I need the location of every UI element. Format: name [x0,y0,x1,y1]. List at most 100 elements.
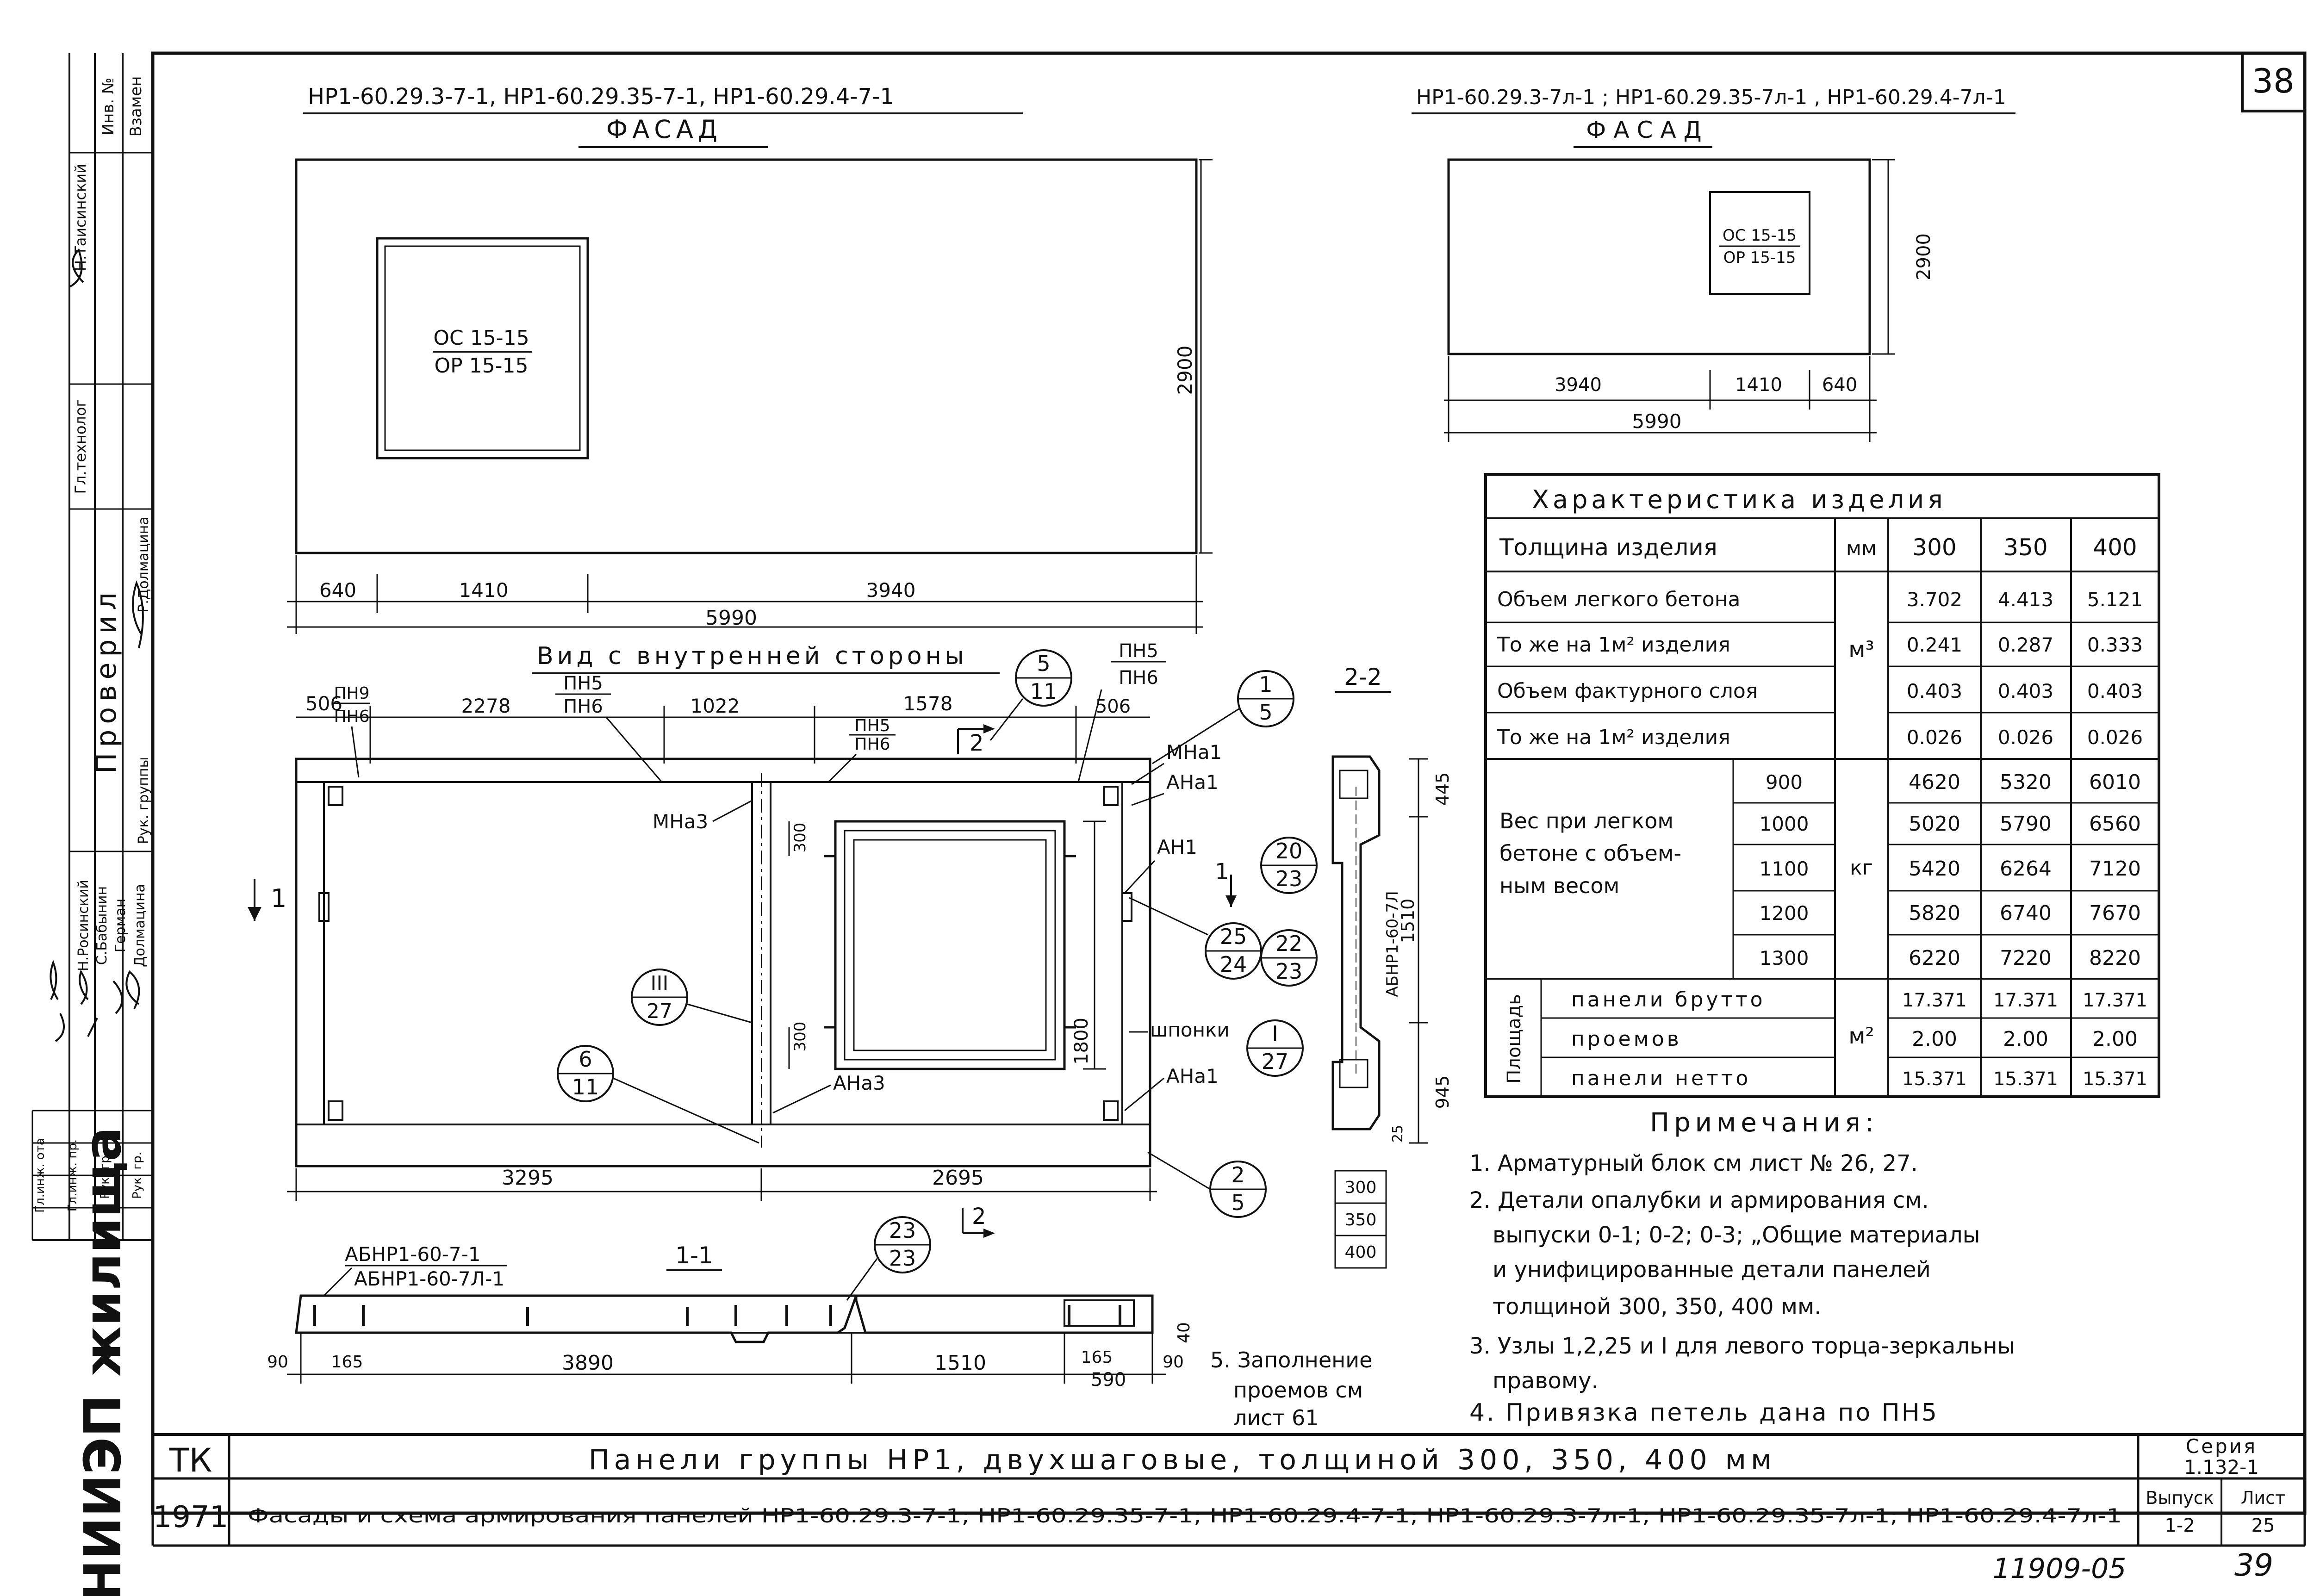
dim-s11-90-left: 90 [267,1353,288,1372]
stamp-role-3: Рук. гр. [131,1152,144,1199]
section-1-1-bar-1: АБНР1-60-7-1 [345,1243,481,1266]
section-1-1: 1-1 АБНР1-60-7-1 АБНР1-60-7Л-1 2 90 165 … [267,1204,1194,1391]
dim-right-height: 2900 [1913,233,1935,280]
notes: Примечания: 1. Арматурный блок см лист №… [1210,1108,2015,1430]
side-stamp: Взамен Инв. № Н.Таисинский Гл.технолог П… [31,53,153,1596]
sec-thk-400: 400 [1345,1243,1377,1262]
loop-pn6-right-mid: ПН6 [854,735,890,754]
stamp-technologist: Гл.технолог [72,399,89,494]
facade-right-or: ОР 15-15 [1723,248,1796,267]
weight-1-v1: 5790 [2000,812,2052,836]
dim-s11-165-left: 165 [331,1353,363,1372]
row-vol-facing-m2-v0: 0.026 [1907,726,1962,749]
callout-6-11: 6 11 [557,1045,759,1144]
area-unit: м² [1848,1023,1874,1049]
label-ana1-bottom: АНа1 [1166,1065,1219,1087]
note-5a: 5. Заполнение [1210,1348,1372,1372]
weight-4-v2: 8220 [2089,946,2141,970]
sheet-frame [151,51,2307,1515]
tb-issue-value: 1-2 [2165,1515,2195,1536]
tb-main-title: Панели группы НР1, двухшаговые, толщиной… [589,1444,1777,1476]
inner-opening [834,820,1066,1070]
dim-1578: 1578 [903,692,953,715]
arrow-2-bottom: 2 [972,1204,986,1230]
tb-issue-label: Выпуск [2146,1488,2214,1508]
note-2c: и унифицированные детали панелей [1493,1257,1931,1283]
note-5b: проемов см [1233,1378,1363,1403]
row-vol-light-m2-v2: 0.333 [2087,633,2143,656]
arrow-2-top: 2 [970,730,984,756]
svg-text:23: 23 [1275,959,1303,984]
facade-left-panel [295,158,1198,554]
callout-I-27: I 27 [1246,1019,1304,1077]
area-label: Площадь [1504,994,1525,1084]
row-thickness-label: Толщина изделия [1499,534,1717,561]
area-0-v2: 17.371 [2083,990,2147,1011]
weight-label-2: бетоне с объем- [1499,841,1681,866]
row-vol-light-m2-label: То же на 1м² изделия [1497,633,1730,657]
svg-text:11: 11 [1030,679,1057,704]
dim-inner-2695: 2695 [932,1166,984,1190]
dim-left-total: 5990 [705,606,757,630]
dim-inner-1800: 1800 [1071,1018,1092,1065]
area-1-v0: 2.00 [1912,1027,1957,1051]
dim-right-3940: 3940 [1555,374,1602,396]
stamp-checked: Проверил [90,587,123,774]
section-2-2-bar: АБНР1-60-7Л [1383,891,1402,997]
row-vol-facing-v0: 0.403 [1907,680,1962,702]
facade-right-title: НР1-60.29.3-7л-1 ; НР1-60.29.35-7л-1 , Н… [1416,86,2006,109]
dim-1022: 1022 [690,695,740,717]
row-vol-light-label: Объем легкого бетона [1497,588,1740,611]
arrow-1-left: 1 [271,884,286,913]
callout-1-5: 1 5 [1152,670,1294,764]
dim-inner-300-bottom: 300 [791,1022,809,1052]
label-ana1-top: АНа1 [1166,771,1219,794]
svg-text:5: 5 [1259,700,1272,725]
svg-text:27: 27 [647,1000,672,1023]
facade-left-os: ОС 15-15 [433,326,529,350]
dim-sec-25: 25 [1390,1125,1406,1143]
dim-s11-90-right: 90 [1163,1353,1184,1372]
row-thickness-v1: 350 [2003,534,2047,561]
facade-right-opening [1709,191,1810,295]
facade-right-panel [1447,158,1871,355]
stamp-role-1: Гл.инж. пр. [66,1139,80,1211]
weight-label-1: Вес при легком [1499,808,1673,833]
row-vol-facing-v1: 0.403 [1998,680,2053,702]
weight-0-v0: 4620 [1909,770,1960,794]
density-0: 900 [1766,771,1803,794]
dim-left-3940: 3940 [866,579,916,602]
weight-label-3: ным весом [1499,873,1619,898]
dim-inner-300-top: 300 [791,823,809,853]
sheet-number-box [2241,52,2306,112]
area-0-v0: 17.371 [1902,990,1967,1011]
facade-left-or: ОР 15-15 [434,354,528,378]
tb-series-value: 1.132-1 [2184,1456,2259,1478]
svg-text:23: 23 [889,1246,916,1271]
weight-3-v0: 5820 [1909,901,1960,925]
weight-0-v2: 6010 [2089,770,2141,794]
section-1-1-title: 1-1 [675,1242,713,1269]
label-an1: АН1 [1157,836,1197,858]
callouts: 5 11 1 5 20 23 25 24 22 23 [557,649,1318,1301]
weight-unit: кг [1850,856,1873,880]
tb-tk: ТК [169,1441,212,1479]
characteristics-table: Характеристика изделия Толщина изделия [1484,473,2160,1098]
facade-left-label: ФАСАД [606,115,722,144]
density-4: 1300 [1760,947,1809,969]
stamp-role-2: Рук. гр. [98,1152,112,1199]
facade-right-label: ФАСАД [1586,117,1709,143]
weight-3-v2: 7670 [2089,901,2141,925]
sec-thk-300: 300 [1345,1178,1377,1197]
sheet-number: 38 [2252,62,2295,100]
area-0-v1: 17.371 [1993,990,2058,1011]
tb-sheet-label: Лист [2241,1488,2285,1508]
row-vol-facing-m2-v1: 0.026 [1998,726,2053,749]
row-thickness-unit: мм [1846,537,1877,560]
label-ana3: АНа3 [833,1072,885,1094]
weight-4-v1: 7220 [2000,946,2052,970]
dim-left-1410: 1410 [459,579,509,602]
loop-pn6-mid: ПН6 [563,696,603,717]
tb-sheet-value: 25 [2252,1515,2275,1536]
dim-s11-40: 40 [1175,1322,1194,1343]
